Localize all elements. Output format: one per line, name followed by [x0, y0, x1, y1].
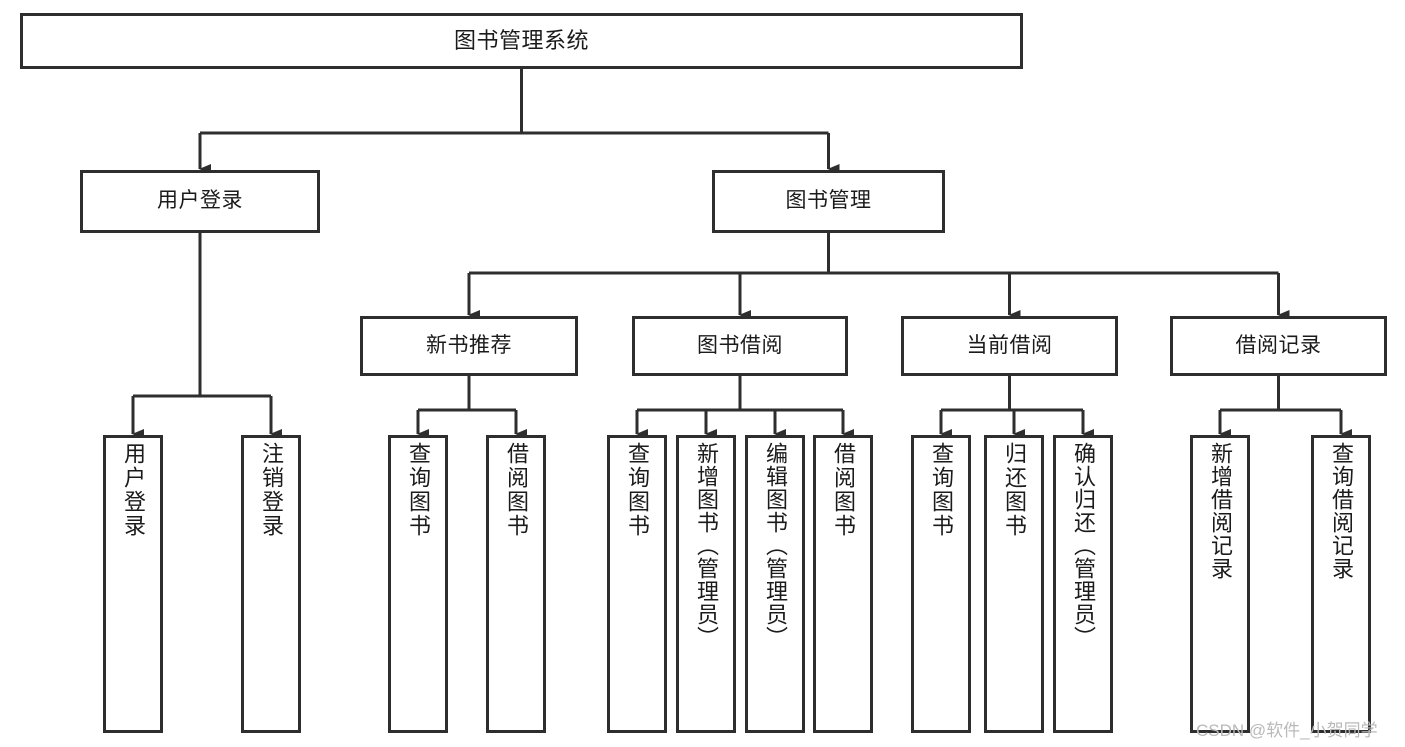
- node-root-book-management-system[interactable]: 图书管理系统: [20, 13, 1023, 69]
- node-current-borrow[interactable]: 当前借阅: [901, 316, 1118, 376]
- node-label: 图书管理: [785, 189, 872, 213]
- leaf-borrow-book-recommendation[interactable]: 借阅图书: [486, 435, 546, 733]
- leaf-logout[interactable]: 注销登录: [241, 435, 301, 733]
- leaf-query-book[interactable]: 查询图书: [607, 435, 667, 733]
- leaf-user-login[interactable]: 用户登录: [103, 435, 163, 733]
- node-label: 查询图书: [929, 442, 954, 538]
- node-label: 借阅图书: [831, 442, 856, 538]
- node-label: 注销登录: [259, 442, 284, 538]
- node-label: 用户登录: [121, 442, 146, 538]
- node-label: 归还图书: [1002, 442, 1027, 538]
- node-label: 编辑图书（管理员）: [763, 442, 788, 649]
- node-user-login[interactable]: 用户登录: [80, 170, 320, 233]
- node-label: 当前借阅: [966, 333, 1053, 357]
- node-label: 图书借阅: [697, 333, 783, 357]
- node-label: 借阅图书: [504, 442, 529, 538]
- node-label: 新增借阅记录: [1208, 442, 1233, 580]
- node-book-management[interactable]: 图书管理: [712, 170, 945, 233]
- node-book-borrow[interactable]: 图书借阅: [632, 316, 848, 376]
- leaf-confirm-return-admin[interactable]: 确认归还（管理员）: [1053, 435, 1113, 733]
- node-label: 查询图书: [406, 442, 431, 538]
- node-label: 借阅记录: [1235, 333, 1322, 357]
- node-label: 查询图书: [625, 442, 650, 538]
- leaf-query-book-recommendation[interactable]: 查询图书: [388, 435, 448, 733]
- node-label: 新书推荐: [426, 333, 512, 357]
- node-label: 图书管理系统: [453, 28, 589, 54]
- leaf-query-borrow-record[interactable]: 查询借阅记录: [1311, 435, 1371, 733]
- leaf-add-book-admin[interactable]: 新增图书（管理员）: [676, 435, 736, 733]
- node-borrow-record[interactable]: 借阅记录: [1170, 316, 1387, 376]
- leaf-edit-book-admin[interactable]: 编辑图书（管理员）: [745, 435, 805, 733]
- leaf-borrow-book[interactable]: 借阅图书: [813, 435, 873, 733]
- leaf-query-book-current[interactable]: 查询图书: [911, 435, 971, 733]
- leaf-add-borrow-record[interactable]: 新增借阅记录: [1190, 435, 1250, 733]
- watermark: CSDN @软件_小贺同学: [1196, 721, 1378, 740]
- node-new-book-recommendation[interactable]: 新书推荐: [360, 316, 578, 376]
- leaf-return-book[interactable]: 归还图书: [984, 435, 1044, 733]
- node-label: 确认归还（管理员）: [1071, 442, 1096, 649]
- node-label: 新增图书（管理员）: [694, 442, 719, 649]
- node-label: 用户登录: [157, 189, 243, 213]
- node-label: 查询借阅记录: [1329, 442, 1354, 580]
